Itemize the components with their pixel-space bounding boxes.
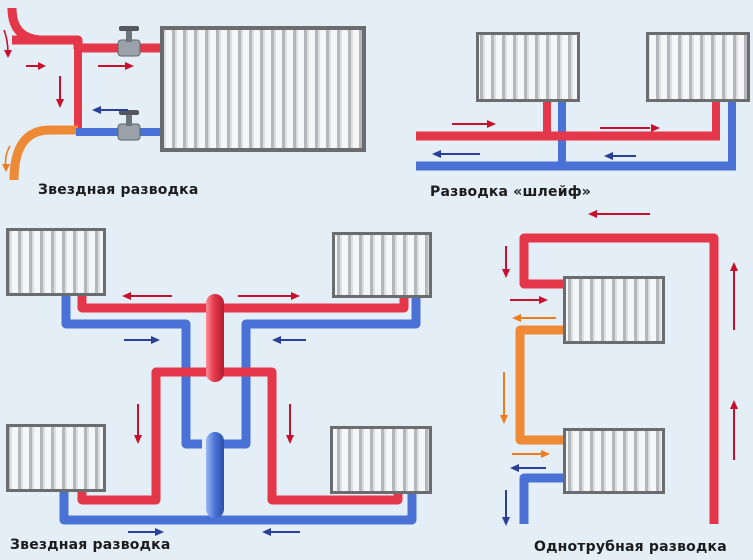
radiator-icon [476,32,580,102]
scheme-loop [416,32,750,171]
flow-arrow-icon [122,292,300,444]
flow-arrow-icon [26,62,134,108]
scheme-single-pipe [500,210,738,526]
supply-riser [7,7,45,45]
caption-loop: Разводка «шлейф» [430,184,592,200]
caption-star-bottom: Звездная разводка [10,537,171,553]
flow-arrow-icon [2,164,10,172]
radiator-icon [6,424,106,492]
flow-arrow-icon [502,210,738,460]
supply-pipe [77,292,409,505]
scheme-star-top [2,7,366,181]
return-pipe [519,473,566,524]
flow-arrow-icon [432,150,636,160]
valve-icon [117,110,141,141]
flow-arrow-icon [4,50,12,58]
flow-arrow-icon [92,106,128,114]
scheme-star-bottom [6,228,432,536]
radiator-icon [563,276,665,344]
flow-arrow-icon [500,314,556,458]
radiator-icon [330,426,432,494]
flow-arrow-icon [124,336,306,536]
supply-pipe [519,233,719,524]
cooled-pipe [515,325,566,445]
flow-arrow-icon [452,120,660,132]
caption-single-pipe: Однотрубная разводка [534,539,727,555]
radiator-icon [6,228,106,296]
return-manifold [206,432,224,518]
caption-star-top: Звездная разводка [38,182,199,198]
radiator-icon [563,428,665,494]
return-outlet-pipe [9,125,78,181]
radiator-icon [160,26,366,152]
valve-icon [117,26,141,57]
radiator-icon [332,232,432,298]
radiator-icon [646,32,750,102]
supply-manifold [206,294,224,382]
flow-arrow-icon [502,464,546,526]
return-pipe [59,292,421,525]
